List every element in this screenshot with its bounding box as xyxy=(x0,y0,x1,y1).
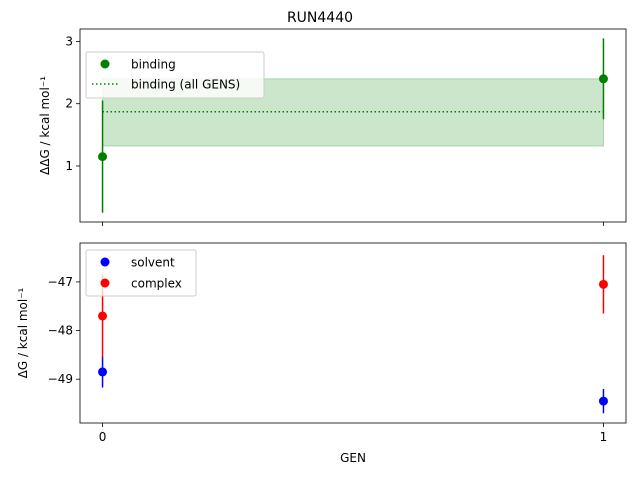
bottom-legend-box xyxy=(85,249,197,297)
complex-point xyxy=(598,279,608,289)
bottom-xtick-label: 1 xyxy=(600,430,608,444)
top-ytick-label: 3 xyxy=(65,34,73,48)
complex-point xyxy=(98,311,108,321)
legend-solvent-label: solvent xyxy=(131,256,175,270)
bottom-ytick-label: −47 xyxy=(48,275,73,289)
top-legend: binding binding (all GENS) xyxy=(85,51,265,99)
figure-title: RUN4440 xyxy=(287,10,353,26)
bottom-ytick-label: −48 xyxy=(48,324,73,338)
binding-point xyxy=(598,74,608,84)
legend-complex-label: complex xyxy=(131,277,182,291)
legend-binding-all-label: binding (all GENS) xyxy=(131,78,240,92)
top-plot-frame xyxy=(79,28,627,223)
legend-binding-marker xyxy=(100,59,110,69)
legend-complex-marker xyxy=(100,278,110,288)
legend-solvent-marker xyxy=(100,257,110,267)
bottom-plot-frame xyxy=(79,242,627,424)
bottom-ytick-label: −49 xyxy=(48,372,73,386)
solvent-point xyxy=(598,396,608,406)
bottom-ylabel: ΔG / kcal mol⁻¹ xyxy=(16,287,30,378)
top-panel: 1 2 3 ΔΔG / kcal mol⁻¹ binding binding (al… xyxy=(38,28,627,226)
bottom-panel: −49 −48 −47 0 1 ΔG / kcal mol⁻¹ GEN solvent … xyxy=(16,242,627,465)
solvent-point xyxy=(98,367,108,377)
binding-point xyxy=(98,152,108,162)
bottom-legend: solvent complex xyxy=(85,249,197,297)
bottom-xtick-label: 0 xyxy=(99,430,107,444)
top-ytick-label: 2 xyxy=(65,97,73,111)
legend-binding-label: binding xyxy=(131,58,176,72)
top-ytick-label: 1 xyxy=(65,159,73,173)
bottom-xlabel: GEN xyxy=(340,451,366,465)
top-legend-box xyxy=(85,51,265,99)
top-ylabel: ΔΔG / kcal mol⁻¹ xyxy=(38,76,52,175)
